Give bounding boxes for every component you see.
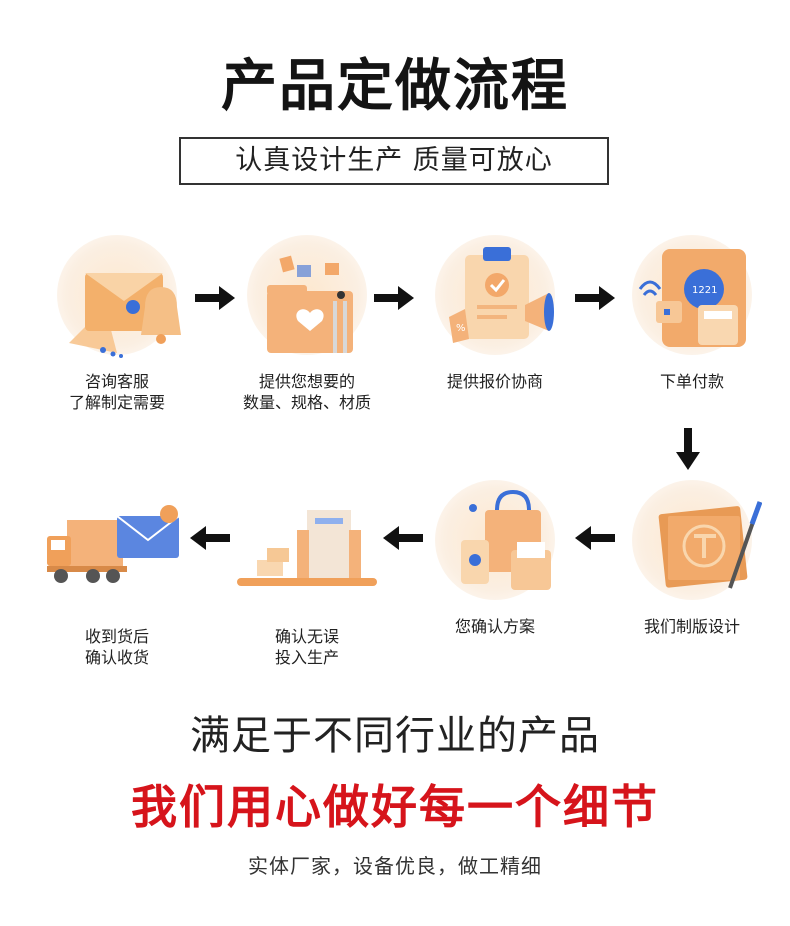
arrow-down-icon [676,428,700,470]
step-label-line1: 咨询客服 [84,372,149,391]
step-label-line2: 数量、规格、材质 [242,393,371,412]
arrow-right-icon [195,286,235,310]
arrow-right-icon [374,286,414,310]
clipboard-megaphone-icon: % [425,235,565,365]
arrow-right-icon [575,286,615,310]
envelope-bell-icon [47,235,187,365]
step-confirm: 您确认方案 [405,480,585,637]
footer-tagline: 实体厂家，设备优良，做工精细 [248,854,542,878]
svg-text:%: % [456,323,466,334]
step-pay: 1221 下单付款 [602,235,782,392]
step-label-line1: 收到货后 [84,627,149,646]
step-specify: 提供您想要的 数量、规格、材质 [217,235,397,413]
step-production: 确认无误 投入生产 [217,490,397,668]
arrow-left-icon [190,526,230,550]
footer-headline: 满足于不同行业的产品 [190,713,600,759]
shopping-bag-icon [425,480,565,610]
step-label-line2: 了解制定需要 [68,393,165,412]
step-design: 我们制版设计 [602,480,782,637]
step-label-line1: 提供您想要的 [258,372,355,391]
step-label-line1: 确认无误 [274,627,339,646]
step-label-line1: 提供报价协商 [446,372,543,391]
step-label-line2: 投入生产 [274,648,339,667]
step-quote: % 提供报价协商 [405,235,585,392]
pos-terminal-icon: 1221 [622,235,762,365]
arrow-left-icon [383,526,423,550]
page-title: 产品定做流程 [221,54,569,119]
subtitle-box: 认真设计生产 质量可放心 [179,137,609,185]
arrow-left-icon [575,526,615,550]
footer-slogan: 我们用心做好每一个细节 [131,780,659,834]
drafting-tools-icon [622,480,762,610]
step-label-line2: 确认收货 [84,648,149,667]
step-label-line1: 下单付款 [659,372,724,391]
step-label-line1: 您确认方案 [454,617,535,636]
production-machine-icon [237,490,377,620]
folder-heart-icon [237,235,377,365]
svg-text:1221: 1221 [692,285,717,296]
delivery-truck-icon [47,490,187,620]
step-receive: 收到货后 确认收货 [27,490,207,668]
step-consult: 咨询客服 了解制定需要 [27,235,207,413]
step-label-line1: 我们制版设计 [643,617,740,636]
